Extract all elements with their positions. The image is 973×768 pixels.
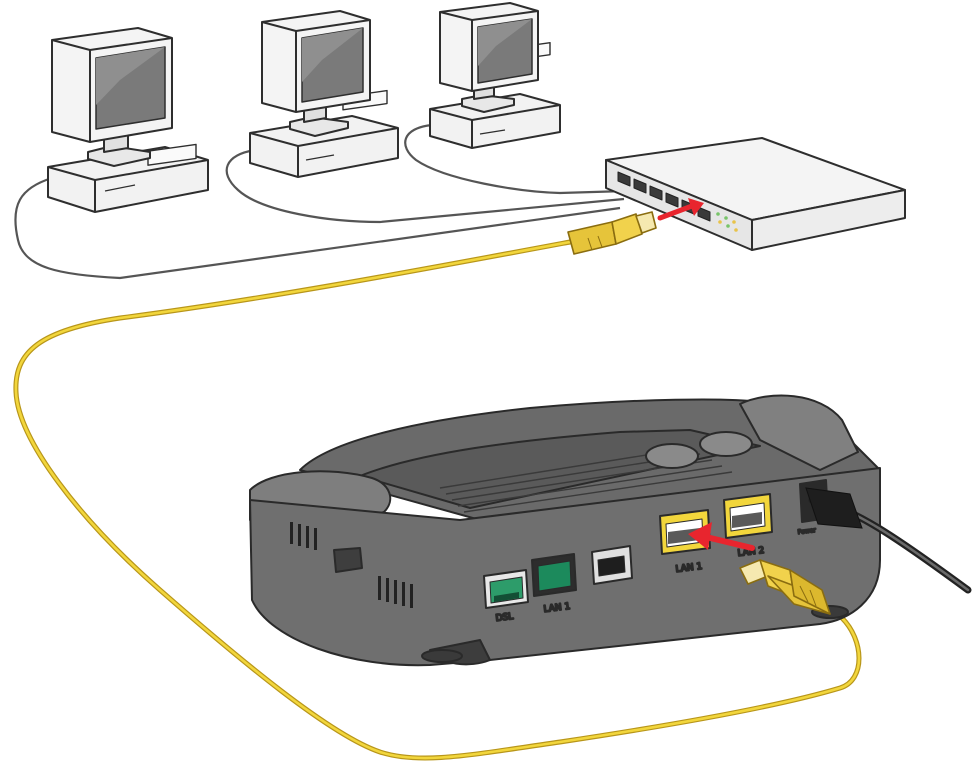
dsl-port: DSL <box>483 569 529 625</box>
lan-port-highlight-label: LAN 1 <box>675 562 703 575</box>
cable-computer-1 <box>14 176 621 280</box>
router-side-vents <box>290 522 413 608</box>
router-ethernet-connector <box>739 559 831 615</box>
lan-port-1-label: LAN 1 <box>543 602 571 615</box>
computer-2 <box>249 10 399 178</box>
red-arrow-icon <box>657 198 704 221</box>
cable-computer-2 <box>225 148 625 224</box>
lan-port-highlight: LAN 1 <box>659 509 711 576</box>
lan-port-1: LAN 1 <box>531 553 577 616</box>
dsl-port-label: DSL <box>495 612 514 624</box>
switch-ports <box>617 171 711 222</box>
computer-1 <box>47 27 209 213</box>
usb-port <box>591 545 633 585</box>
switch-ethernet-connector <box>567 211 657 255</box>
router-button-2 <box>699 431 753 457</box>
power-port-label: Power <box>797 527 816 536</box>
lan-port-2: LAN 2 <box>723 493 773 560</box>
yellow-ethernet-cable <box>13 239 862 761</box>
cable-computer-3 <box>404 123 627 195</box>
router-button-1 <box>645 443 699 469</box>
power-cable-icon <box>805 487 972 594</box>
switch-status-lights <box>716 212 738 232</box>
gray-network-cables <box>14 123 627 280</box>
dsl-router: DSL LAN 1 LAN 1 LAN 2 <box>249 394 881 667</box>
computer-3 <box>429 2 561 149</box>
red-arrow-icon <box>688 522 755 551</box>
network-switch <box>605 137 906 251</box>
